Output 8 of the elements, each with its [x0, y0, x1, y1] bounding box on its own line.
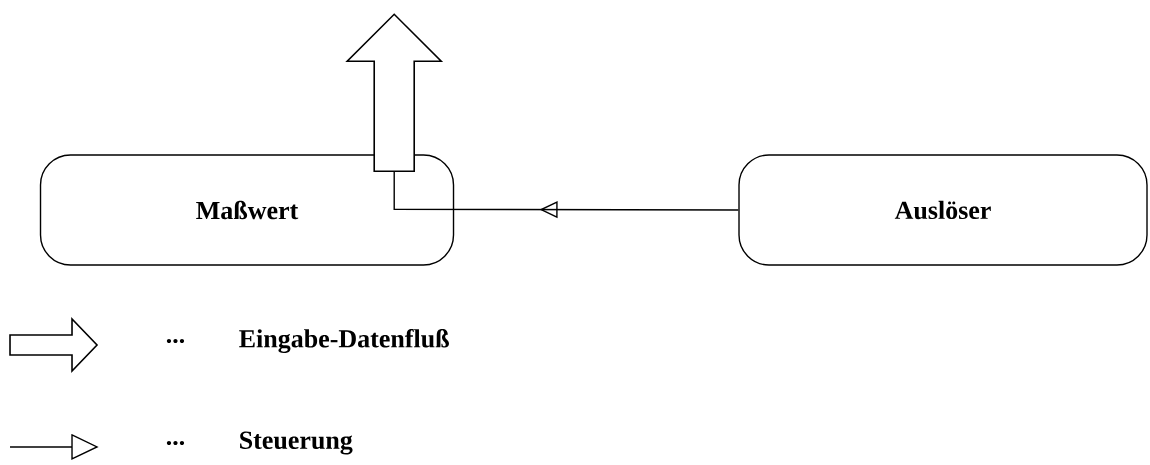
rounded-box: Auslöser — [738, 154, 1148, 266]
ellipsis: ... — [166, 440, 185, 446]
ellipsis: ... — [166, 338, 185, 344]
block-arrow — [345, 13, 444, 173]
legend-label: Steuerung — [240, 431, 353, 455]
rounded-box: Maßwert — [39, 154, 455, 266]
arrow — [393, 170, 739, 219]
legend-label: Eingabe-Datenfluß — [239, 328, 449, 353]
